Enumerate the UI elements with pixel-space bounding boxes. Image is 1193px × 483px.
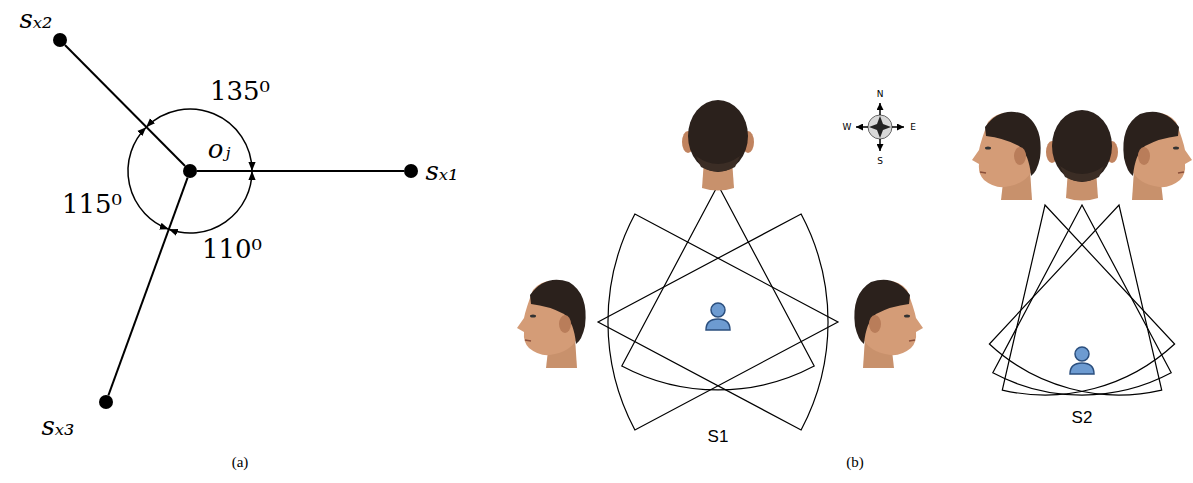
graph-vertex: sₓ₃ [99,395,113,409]
vertex-label: sₓ₃ [42,412,75,442]
angle-label: 110⁰ [202,235,262,265]
graph-vertex: sₓ₁ [404,164,418,178]
person-icon [1070,347,1094,374]
head-profile [972,112,1041,200]
vertex-label: oⱼ [208,135,231,165]
head-profile [1123,112,1192,200]
angle-label: 135⁰ [210,77,270,107]
graph-vertex: oⱼ [183,164,197,178]
head-back-view [1046,110,1118,201]
graph-edge [65,45,185,166]
compass-letter: W [843,122,852,132]
person-icon [706,303,730,330]
head-profile [854,280,923,368]
graph-vertex: sₓ₂ [53,33,67,47]
field-of-view [598,185,838,430]
head-profile [517,280,586,368]
scenario-label: S2 [1072,408,1093,428]
compass-letter: S [877,156,883,166]
compass-letter: N [877,89,884,99]
head-back-view [682,100,754,191]
field-of-view [989,205,1174,395]
vertex-label: sₓ₂ [20,5,53,35]
scenario-label: S1 [708,427,729,447]
vertex-label: sₓ₁ [426,157,459,187]
compass-letter: E [910,122,916,132]
angle-label: 115⁰ [62,190,122,220]
panel-label: (b) [846,454,864,471]
compass [856,103,904,151]
graph-edge [197,170,404,172]
panel-label: (a) [232,454,249,471]
